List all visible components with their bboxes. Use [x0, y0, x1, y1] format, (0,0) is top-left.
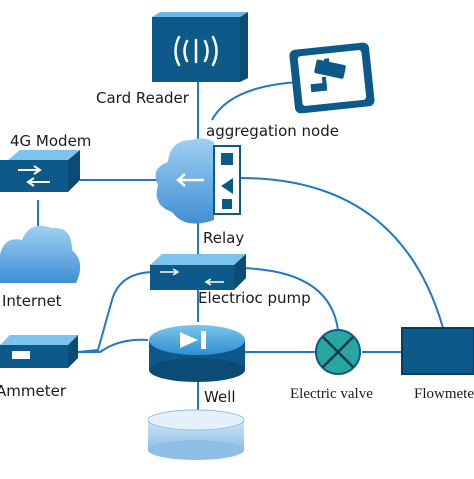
surveillance-camera-icon — [310, 58, 346, 93]
well-device: Well — [147, 388, 245, 460]
pump-device — [149, 325, 245, 382]
meter-box-icon — [12, 351, 30, 359]
internet-label: Internet — [2, 292, 62, 310]
relay-box-icon — [160, 268, 224, 286]
contactless-card-reader-icon — [174, 35, 218, 67]
relay-device: Relay — [150, 229, 246, 290]
relay-label: Relay — [203, 229, 244, 247]
pump-icon — [180, 331, 206, 349]
camera-device — [289, 42, 375, 114]
network-switch-icon — [18, 165, 50, 187]
ammeter-label: Ammeter — [0, 382, 67, 400]
link-relay-valve — [239, 267, 339, 331]
aggregation-node-box — [213, 145, 241, 215]
valve-icon — [322, 336, 354, 368]
internet-cloud: Internet — [0, 225, 81, 310]
aggregation-node-label: aggregation node — [206, 122, 339, 140]
modem-device: 4G Modem — [0, 132, 91, 192]
valve-label: Electric valve — [290, 386, 373, 402]
gateway-device — [155, 138, 241, 224]
card-reader-label: Card Reader — [96, 89, 190, 107]
valve-device: Electric valve — [290, 329, 373, 402]
ammeter-device: Ammeter — [0, 335, 78, 400]
well-label: Well — [204, 388, 236, 406]
well-cylinder-icon — [147, 409, 245, 460]
cloud-icon — [0, 225, 81, 283]
modem-label: 4G Modem — [10, 132, 91, 150]
connection-lines — [37, 81, 444, 412]
link-relay-ammeter — [77, 271, 156, 353]
flowmeter-device: Flowmeter — [401, 327, 474, 402]
pump-label: Electrioc pump — [198, 289, 311, 307]
link-ammeter-pump — [78, 338, 149, 353]
card-reader-device: Card Reader — [96, 12, 248, 107]
flowmeter-icon — [401, 327, 474, 375]
link-aggregation-flowmeter — [239, 177, 444, 329]
flowmeter-label: Flowmeter — [414, 386, 474, 402]
link-camera-aggregation — [211, 81, 301, 121]
